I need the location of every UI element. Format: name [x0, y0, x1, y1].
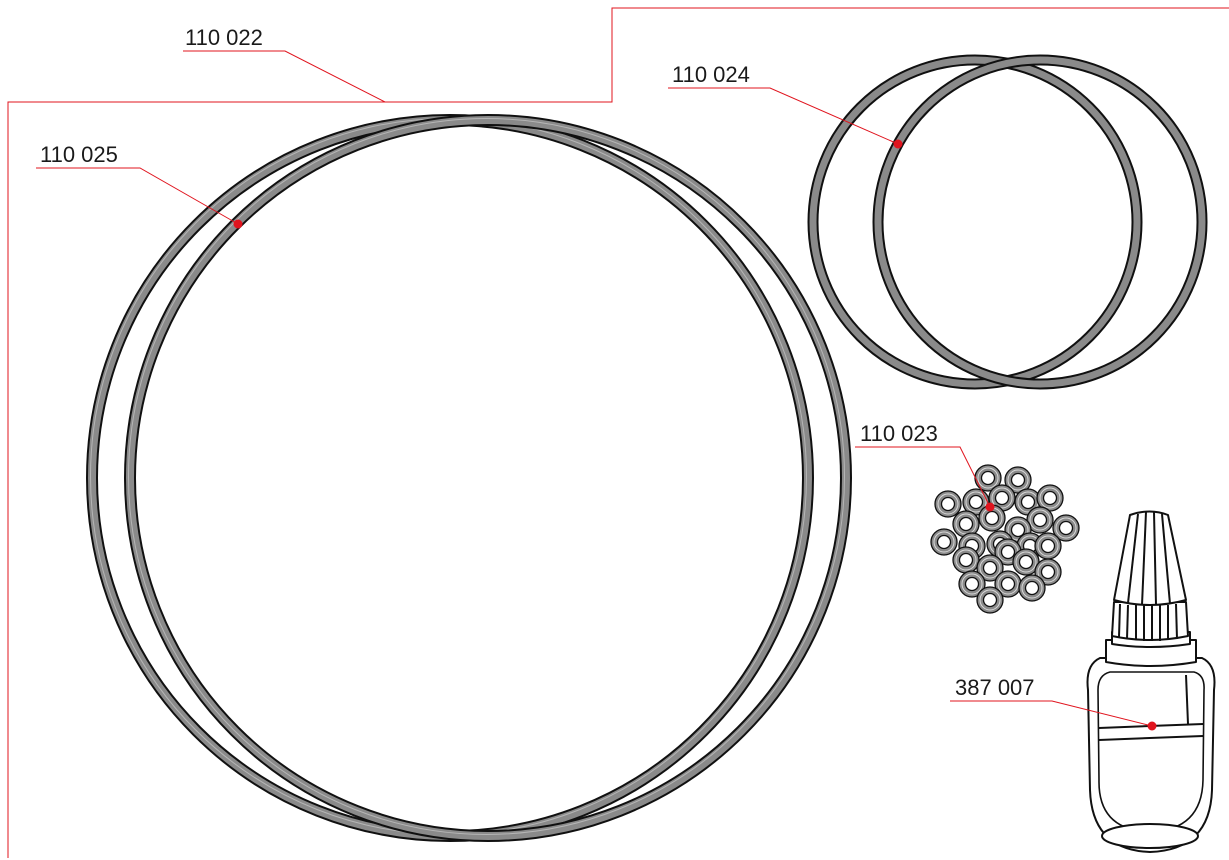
small-o-ring: [955, 549, 977, 571]
adhesive-label: 387 007: [955, 675, 1035, 700]
small-o-ring: [964, 576, 980, 592]
small-o-ring: [968, 494, 984, 510]
small-o-ring: [965, 491, 987, 513]
small-o-ring: [1015, 551, 1037, 573]
small-o-ring: [1024, 580, 1040, 596]
small-o-ring: [937, 493, 959, 515]
small-rings-label: 110 023: [860, 421, 938, 446]
small-o-ring: [1039, 487, 1061, 509]
adhesive-callout: 387 007: [950, 675, 1157, 731]
large-rings-callout: 110 025: [36, 142, 243, 229]
small-o-ring: [940, 496, 956, 512]
small-o-ring: [979, 589, 1001, 611]
small-o-ring: [1021, 577, 1043, 599]
small-o-ring: [979, 557, 1001, 579]
small-o-ring: [1037, 561, 1059, 583]
kit-boundary: 110 022: [7, 7, 1229, 858]
small-o-ring: [1020, 494, 1036, 510]
small-o-ring: [980, 470, 996, 486]
small-o-ring: [1040, 538, 1056, 554]
small-o-ring: [984, 510, 1000, 526]
small-o-ring: [1040, 564, 1056, 580]
small-o-ring: [994, 490, 1010, 506]
small-o-ring: [933, 531, 955, 553]
glue-bottle-icon: [1086, 510, 1216, 853]
small-o-ring: [997, 573, 1019, 595]
medium-rings-callout: 110 024: [668, 62, 903, 149]
small-o-ring: [1055, 517, 1077, 539]
large-o-ring-icon: [86, 114, 852, 842]
medium-o-ring-icon: [807, 54, 1208, 390]
small-o-ring: [936, 534, 952, 550]
small-o-ring: [991, 487, 1013, 509]
small-o-ring: [1000, 544, 1016, 560]
small-o-ring: [982, 592, 998, 608]
small-o-ring: [1018, 554, 1034, 570]
small-o-ring: [1029, 509, 1051, 531]
small-rings-callout: 110 023: [855, 421, 995, 512]
medium-rings-label: 110 024: [672, 62, 750, 87]
small-o-ring: [977, 467, 999, 489]
small-o-ring: [958, 516, 974, 532]
small-o-ring: [1032, 512, 1048, 528]
small-o-ring: [1000, 576, 1016, 592]
small-o-ring: [1010, 522, 1026, 538]
small-o-ring: [982, 560, 998, 576]
small-o-ring: [1042, 490, 1058, 506]
small-o-ring: [1037, 535, 1059, 557]
large-rings-label: 110 025: [40, 142, 118, 167]
small-o-ring: [961, 573, 983, 595]
small-o-ring: [1058, 520, 1074, 536]
small-o-ring-icon: [930, 464, 1080, 614]
small-o-ring: [1007, 469, 1029, 491]
small-o-ring: [1010, 472, 1026, 488]
small-o-ring: [958, 552, 974, 568]
kit-label: 110 022: [185, 25, 263, 50]
